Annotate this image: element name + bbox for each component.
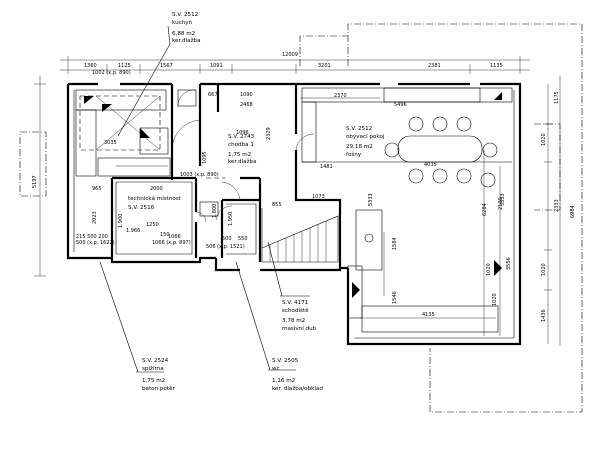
- dim-2370: 2370: [334, 93, 347, 99]
- dim-3035: 3035: [104, 140, 117, 146]
- dim-6284: 6284: [482, 203, 488, 216]
- dim-2106: 2106: [498, 197, 504, 210]
- dim-1096: 1096: [236, 130, 249, 136]
- living-area: 29.18 m2: [346, 144, 373, 150]
- kitchen-floor: ker.dlažba: [172, 37, 201, 44]
- hall-code: S.V. 2743: [228, 134, 255, 140]
- dim-2329: 2329: [266, 127, 272, 140]
- dim-1900: 1.900: [118, 214, 124, 228]
- dim-right-2: 1020: [541, 133, 547, 146]
- dim-1584: 1584: [392, 237, 398, 250]
- kitchen-fixtures: [75, 89, 197, 177]
- dim-2468: 2468: [240, 102, 253, 108]
- dim-top-1: 1360: [84, 63, 97, 69]
- living-code: S.V. 2512: [346, 126, 372, 132]
- stairs-name: schodiště: [282, 307, 309, 314]
- living-room-furniture: [301, 87, 513, 333]
- living-floor: fošny: [346, 151, 362, 158]
- tech-name: technická místnost: [128, 195, 182, 202]
- dim-1020b: 1020: [492, 293, 498, 306]
- pantry-floor: beton.potěr: [142, 385, 176, 392]
- dim-215: 215 500 200: [76, 234, 108, 240]
- dimension-lines: [34, 56, 561, 346]
- dim-top-3: 1567: [160, 63, 173, 69]
- dim-5333: 5333: [368, 193, 374, 206]
- dim-506: 506 (x.p. 1521): [206, 244, 245, 250]
- dim-right-4: 1020: [541, 263, 547, 276]
- dim-1020a: 1020: [486, 263, 492, 276]
- dim-top-6: 2381: [428, 63, 441, 69]
- dim-door-kitchen: 1002 (x.p. 890): [92, 70, 131, 76]
- dimension-texts: 12009 1360 1125 1567 1091 3201 2381 1135…: [32, 52, 576, 322]
- dim-1095: 1095: [202, 151, 208, 164]
- dim-top-2: 1125: [118, 63, 131, 69]
- stairs-area: 3,78 m2: [282, 318, 305, 324]
- dim-3333: 3333: [500, 193, 506, 206]
- dim-550: 550: [238, 236, 248, 242]
- pantry-area: 1,75 m2: [142, 378, 165, 384]
- pantry-code: S.V. 2524: [142, 358, 169, 364]
- dim-1066a: 1066 (x.p. 897): [152, 240, 191, 246]
- dim-965: 965: [92, 186, 102, 192]
- dim-855: 855: [272, 202, 282, 208]
- dim-3556: 3556: [506, 257, 512, 270]
- stairs-code: S.V. 4171: [282, 300, 309, 306]
- dim-right-1: 1175: [554, 91, 560, 104]
- dim-1481: 1481: [320, 164, 333, 170]
- living-name: obývací pokoj: [346, 133, 385, 140]
- stairs-floor: masivní dub: [282, 325, 317, 332]
- dim-1250: 1250: [146, 222, 159, 228]
- dim-4135: 4135: [422, 312, 435, 318]
- wc-name: wc: [272, 366, 280, 372]
- dim-top-5: 3201: [318, 63, 331, 69]
- dim-500b: 500 (x.p. 1622): [76, 240, 115, 246]
- dim-1003: 1003 (x.p. 890): [180, 172, 219, 178]
- dim-4035: 4035: [424, 162, 437, 168]
- dim-500: 500: [222, 236, 232, 242]
- door-swings: [171, 119, 315, 223]
- dim-1073: 1073: [312, 194, 325, 200]
- dim-5496: 5496: [394, 102, 407, 108]
- dim-2023: 2023: [92, 211, 98, 224]
- wc-code: S.V. 2505: [272, 358, 299, 364]
- dim-1950: 1.950: [228, 212, 234, 226]
- exterior-walls: [66, 82, 522, 346]
- wc-floor: ker. dlažba/obklad: [272, 385, 323, 392]
- dim-1090: 1090: [240, 92, 253, 98]
- outline-upper-floor: [19, 23, 583, 413]
- hall-area: 1,75 m2: [228, 152, 251, 158]
- leader-lines: [99, 25, 310, 373]
- tech-code: S.V. 2516: [128, 205, 155, 211]
- dim-1546: 1546: [392, 291, 398, 304]
- kitchen-code: S.V. 2512: [172, 12, 198, 18]
- dim-left-total: 5197: [32, 175, 38, 188]
- kitchen-name: kuchyň: [172, 19, 193, 26]
- dim-1066b: 1066: [168, 234, 181, 240]
- dim-2000: 2000: [150, 186, 163, 192]
- dim-667: 667: [208, 92, 218, 98]
- wc-area: 1,16 m2: [272, 378, 295, 384]
- dim-top-4: 1091: [210, 63, 223, 69]
- staircase: [261, 208, 339, 263]
- dim-top-7: 1135: [490, 63, 503, 69]
- dim-1800: 1.800: [212, 204, 218, 218]
- dim-top-total: 12009: [282, 52, 298, 58]
- dim-right-3: 2333: [554, 199, 560, 212]
- hall-floor: ker.dlažba: [228, 158, 257, 165]
- pantry-name: spižírna: [142, 365, 164, 372]
- hall-name: chodba 1: [228, 142, 254, 148]
- dim-150: 150: [160, 232, 170, 238]
- dim-right-outer: 6984: [570, 205, 576, 218]
- room-labels: S.V. 2512 kuchyň 6,88 m2 ker.dlažba S.V.…: [128, 12, 385, 392]
- dim-1966: 1.966: [126, 228, 140, 234]
- kitchen-area: 6,88 m2: [172, 31, 195, 37]
- dim-right-5: 1436: [541, 309, 547, 322]
- interior-walls: [110, 84, 342, 268]
